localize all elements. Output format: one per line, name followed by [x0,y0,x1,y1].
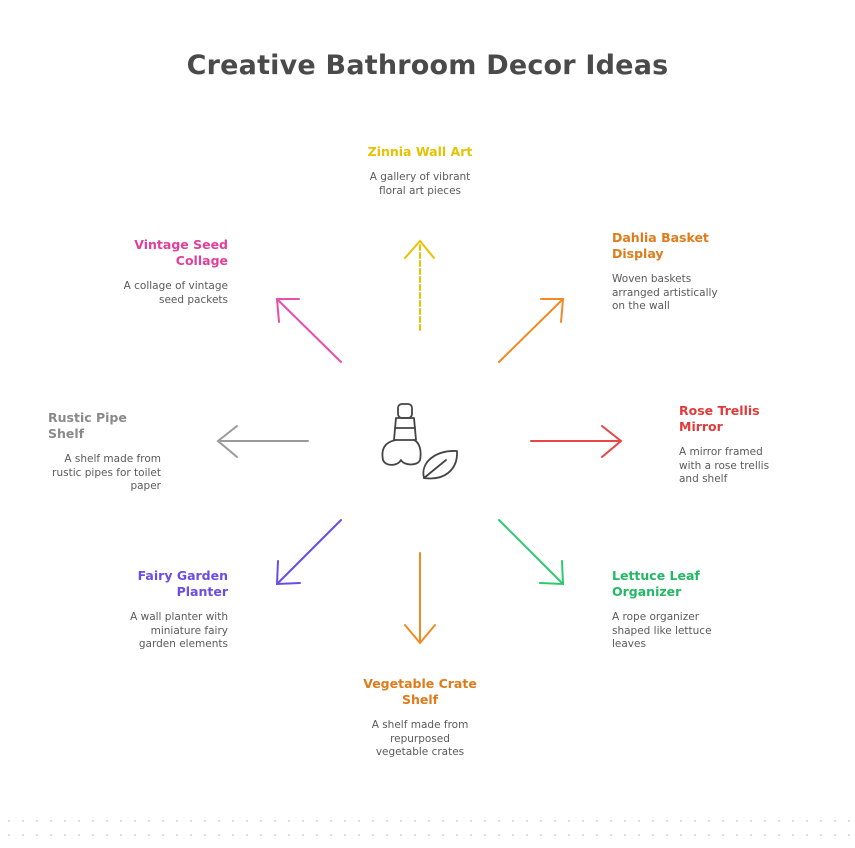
node-fairy-title: Fairy Garden Planter [137,568,228,599]
node-fairy: Fairy Garden Planter A wall planter with… [98,568,228,652]
node-vintage: Vintage Seed Collage A collage of vintag… [98,237,228,307]
node-rustic: Rustic Pipe Shelf A shelf made from rust… [40,410,161,494]
diagram-title: Creative Bathroom Decor Ideas [186,50,669,81]
node-vintage-title: Vintage Seed Collage [134,237,228,268]
arrow-dahlia [498,298,565,363]
node-rustic-desc: A shelf made from rustic pipes for toile… [52,453,161,492]
light-bulb-and-leaf-icon [381,403,458,480]
node-lettuce: Lettuce Leaf Organizer A rope organizer … [612,568,742,652]
arrow-zinnia [404,239,435,331]
node-zinnia: Zinnia Wall Art A gallery of vibrant flo… [335,144,505,198]
arrow-fairy [275,519,342,586]
node-dahlia: Dahlia Basket Display Woven baskets arra… [612,230,742,314]
arrow-vintage [275,298,342,363]
node-vegetable: Vegetable Crate Shelf A shelf made from … [345,676,495,760]
node-rustic-title: Rustic Pipe Shelf [48,410,127,441]
node-vintage-desc: A collage of vintage seed packets [123,280,228,306]
arrow-rose [530,425,623,458]
arrow-vegetable [404,552,436,645]
node-rose-desc: A mirror framed with a rose trellis and … [679,446,770,485]
arrow-lettuce [498,519,565,586]
dotted-background [0,812,855,848]
node-lettuce-title: Lettuce Leaf Organizer [612,568,700,599]
node-dahlia-desc: Woven baskets arranged artistically on t… [612,273,718,312]
node-fairy-desc: A wall planter with miniature fairy gard… [130,611,228,650]
node-vegetable-title: Vegetable Crate Shelf [363,676,477,707]
node-zinnia-title: Zinnia Wall Art [367,144,473,159]
node-vegetable-desc: A shelf made from repurposed vegetable c… [371,719,469,758]
node-zinnia-desc: A gallery of vibrant floral art pieces [369,171,471,197]
node-dahlia-title: Dahlia Basket Display [612,230,709,261]
arrow-rustic [216,425,309,458]
node-lettuce-desc: A rope organizer shaped like lettuce lea… [612,611,712,650]
node-rose: Rose Trellis Mirror A mirror framed with… [679,403,789,487]
node-rose-title: Rose Trellis Mirror [679,403,760,434]
